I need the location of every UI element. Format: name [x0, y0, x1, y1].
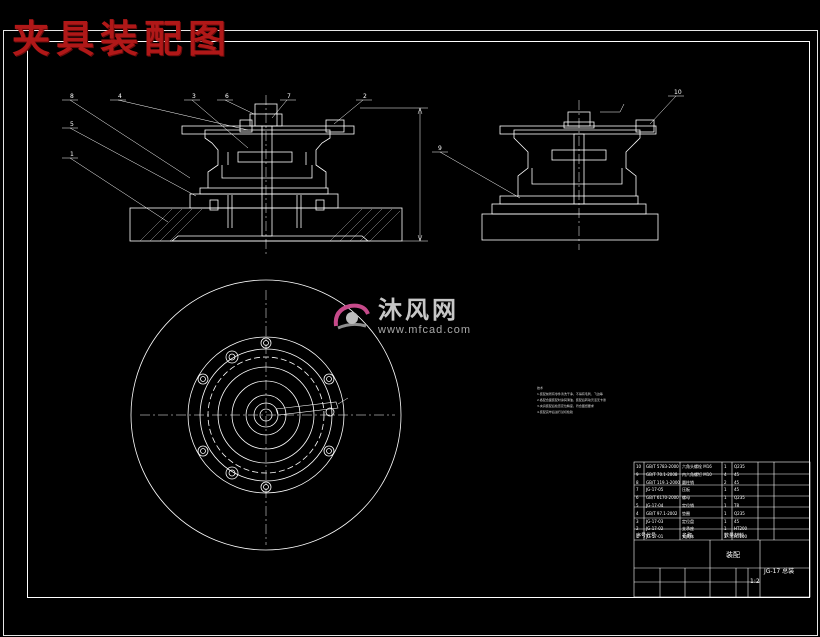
parts-list-cell: JG-17-04	[646, 503, 664, 508]
parts-list-cell: 定位销	[682, 503, 694, 508]
parts-list-cell: 4	[724, 471, 727, 477]
parts-list-cell: 1	[724, 464, 727, 469]
callout-label: 8	[70, 93, 74, 100]
parts-list-cell: 7	[636, 487, 639, 493]
parts-list-header: 数量	[724, 533, 735, 539]
parts-list-cell: GB/T 119.1-2000	[646, 479, 680, 485]
parts-list-cell: 1	[724, 510, 727, 516]
drawing-title-overlay: 夹具装配图	[12, 16, 233, 61]
parts-list-cell: 内六角螺钉 M10	[682, 471, 712, 477]
notes-line: 3.夹具装配后检查定位精度，符合图纸要求	[537, 404, 594, 408]
parts-list-cell: 1	[724, 526, 727, 532]
callout-label: 1	[70, 151, 74, 158]
callout-label: 2	[363, 93, 367, 100]
parts-list-cell: 6	[636, 495, 639, 501]
parts-list-cell: 2	[636, 526, 639, 532]
parts-list-cell: 45	[734, 479, 740, 485]
parts-list-cell: JG-17-03	[646, 518, 664, 524]
notes-heading: 技术	[537, 386, 544, 390]
parts-list-header: 代号	[646, 533, 657, 539]
front-section-view	[62, 95, 428, 255]
parts-list-cell: 1	[724, 503, 727, 508]
notes-line: 2.各配合面装配时涂润滑油，装配后转动灵活无卡滞	[537, 398, 606, 402]
parts-list-cell: T8	[734, 503, 739, 508]
watermark-url: www.mfcad.com	[378, 324, 472, 336]
parts-list-cell: JG-17-01	[646, 534, 664, 540]
parts-list-cell: 圆柱销	[682, 479, 694, 485]
parts-list-cell: Q235	[734, 510, 745, 516]
parts-list-cell: 9	[636, 471, 639, 477]
parts-list-cell: 1	[724, 495, 727, 501]
parts-list-cell: JG-17-05	[646, 487, 664, 493]
parts-list-cell: 1	[724, 518, 727, 524]
parts-list-cell: 定位盘	[682, 518, 694, 524]
side-section-view	[432, 95, 684, 250]
parts-list-cell: Q235	[734, 464, 745, 469]
parts-list-header: 材料	[734, 533, 745, 539]
parts-list-cell: 10	[636, 464, 642, 469]
parts-list-header: 序号	[636, 533, 647, 539]
parts-list-cell: 支承座	[682, 526, 694, 532]
title-block	[633, 461, 811, 598]
parts-list-cell: GB/T 6170-2000	[646, 495, 679, 501]
parts-list-cell: 3	[636, 518, 639, 524]
parts-list-cell: 1	[724, 487, 727, 493]
notes-line: 1.装配前所有零件清洗干净，不得有毛刺、飞边等	[537, 392, 603, 396]
parts-list-header: 名称	[682, 533, 693, 539]
parts-list-cell: 夹具体	[682, 534, 694, 540]
parts-list-cell: 螺母	[682, 495, 690, 501]
parts-list-cell: 8	[636, 479, 639, 485]
parts-list-cell: 1	[636, 534, 639, 540]
parts-list-cell: HT200	[734, 534, 748, 540]
callout-label: 4	[118, 93, 122, 100]
parts-list-cell: 45	[734, 518, 740, 524]
drawing-code: JG-17 总装	[764, 568, 795, 575]
callout-label: 6	[225, 93, 229, 100]
parts-list-cell: 1	[724, 534, 727, 540]
plan-view	[130, 279, 402, 551]
parts-list-cell: 垫圈	[682, 510, 690, 516]
parts-list-cell: Q235	[734, 495, 745, 501]
parts-list-cell: 4	[636, 510, 639, 516]
notes-line: 4.装配完毕后进行试切检验	[537, 410, 573, 414]
callout-label: 10	[674, 89, 682, 96]
parts-list-cell: 45	[734, 487, 740, 493]
parts-list-cell: GB/T 5783-2000	[646, 464, 679, 469]
parts-list-cell: 六角头螺栓 M16	[682, 464, 712, 469]
parts-list-cell: 压板	[682, 487, 690, 493]
technical-notes: 技术 1.装配前所有零件清洗干净，不得有毛刺、飞边等 2.各配合面装配时涂润滑油…	[537, 385, 606, 415]
outer-frame	[3, 30, 818, 636]
parts-list-cell: 5	[636, 503, 639, 508]
callout-label: 9	[438, 145, 442, 152]
parts-list-cell: JG-17-02	[646, 526, 664, 532]
parts-list-cell: HT200	[734, 526, 748, 532]
parts-list-cell: 45	[734, 471, 740, 477]
parts-list-cell: 2	[724, 479, 727, 485]
watermark: 沐风网 www.mfcad.com	[330, 296, 471, 338]
inner-frame	[27, 41, 810, 598]
mfcad-logo-icon	[333, 303, 370, 330]
drawing-scale: 1:2	[750, 578, 760, 585]
callout-label: 5	[70, 121, 74, 128]
watermark-brand: 沐风网	[378, 296, 459, 324]
drawing-name: 装配	[726, 551, 740, 559]
callout-label: 7	[287, 93, 291, 100]
callout-label: 3	[192, 93, 196, 100]
parts-list-cell: GB/T 97.1-2002	[646, 510, 678, 516]
parts-list-cell: GB/T 70.1-2008	[646, 471, 678, 477]
